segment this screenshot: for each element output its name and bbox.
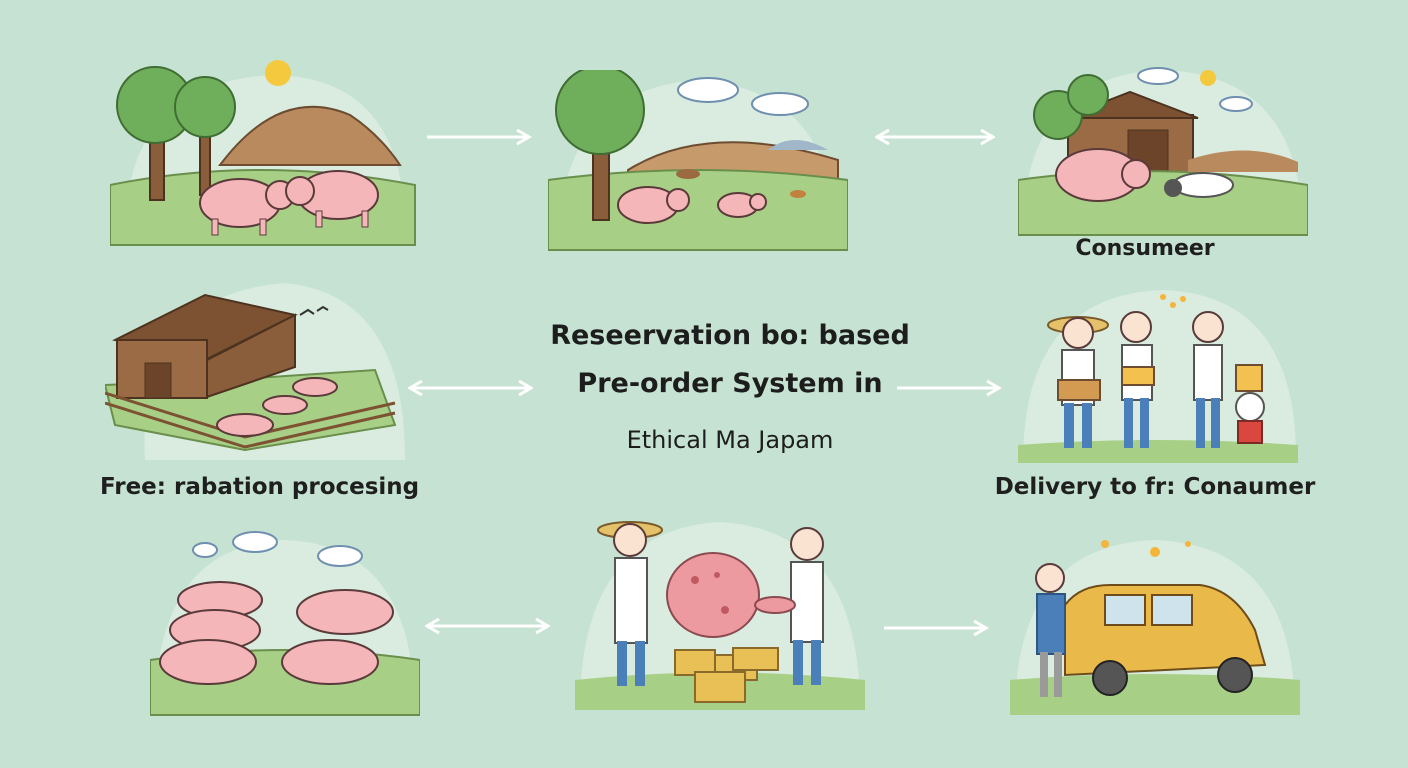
delivery-van-icon: [1064, 584, 1267, 696]
person-icon: [1035, 563, 1066, 697]
label-consumer: Consumeer: [1075, 236, 1215, 261]
arrow-double-icon: [408, 379, 533, 397]
scene-barn-pig: [1018, 60, 1308, 240]
pig-icon: [159, 639, 257, 685]
butcher-icon: [597, 521, 663, 686]
scene-butchers-ham: [575, 510, 865, 715]
cloud-icon: [1219, 96, 1253, 112]
arrow-double-icon: [875, 128, 995, 146]
pig-icon: [717, 192, 767, 218]
barn-icon: [112, 293, 298, 399]
pig-icon: [296, 589, 394, 635]
scene-people-boxes: [1018, 285, 1298, 465]
title-line-2: Pre-order System in: [577, 368, 883, 399]
person-icon: [1192, 311, 1224, 448]
cloud-icon: [677, 77, 809, 116]
label-delivery: Delivery to fr: Conaumer: [994, 474, 1316, 500]
cloud-icon: [1137, 67, 1179, 85]
pig-icon: [199, 178, 295, 236]
pig-icon: [285, 170, 379, 228]
sparkle-icon: [1101, 540, 1191, 557]
pig-icon: [281, 639, 379, 685]
dog-icon: [1164, 172, 1234, 198]
scene-barn-fenced: [105, 275, 405, 465]
butcher-icon: [754, 527, 824, 685]
sun-icon: [265, 60, 291, 86]
diagram-title: Reseervation bo: based Pre-order System …: [480, 312, 980, 464]
tree-icon: [555, 70, 645, 221]
title-line-3: Ethical Ma Japam: [626, 426, 834, 454]
scene-pasture-pigs: [110, 45, 420, 255]
arrow-right-icon: [884, 619, 989, 637]
arrow-right-icon: [897, 379, 1002, 397]
farmer-icon: [1047, 316, 1109, 448]
dog-icon: [1235, 392, 1265, 444]
tree-icon: [116, 66, 236, 201]
title-line-1: Reseervation bo: based: [550, 320, 910, 351]
crate-icon: [674, 647, 779, 703]
pig-icon: [1055, 148, 1151, 202]
pig-icon: [262, 395, 308, 415]
cloud-icon: [192, 531, 363, 567]
sun-icon: [1200, 70, 1216, 86]
person-icon: [1120, 311, 1155, 448]
box-icon: [1235, 364, 1263, 392]
scene-delivery-van: [1010, 530, 1300, 720]
arrow-double-icon: [425, 617, 550, 635]
pig-icon: [292, 377, 338, 397]
scene-pig-herd: [150, 530, 420, 720]
pig-icon: [216, 413, 274, 437]
pig-icon: [617, 186, 690, 224]
arrow-right-icon: [427, 128, 532, 146]
scene-foraging-pigs: [548, 70, 848, 255]
ham-icon: [666, 552, 760, 638]
label-processing: Free: rabation procesing: [100, 474, 420, 500]
